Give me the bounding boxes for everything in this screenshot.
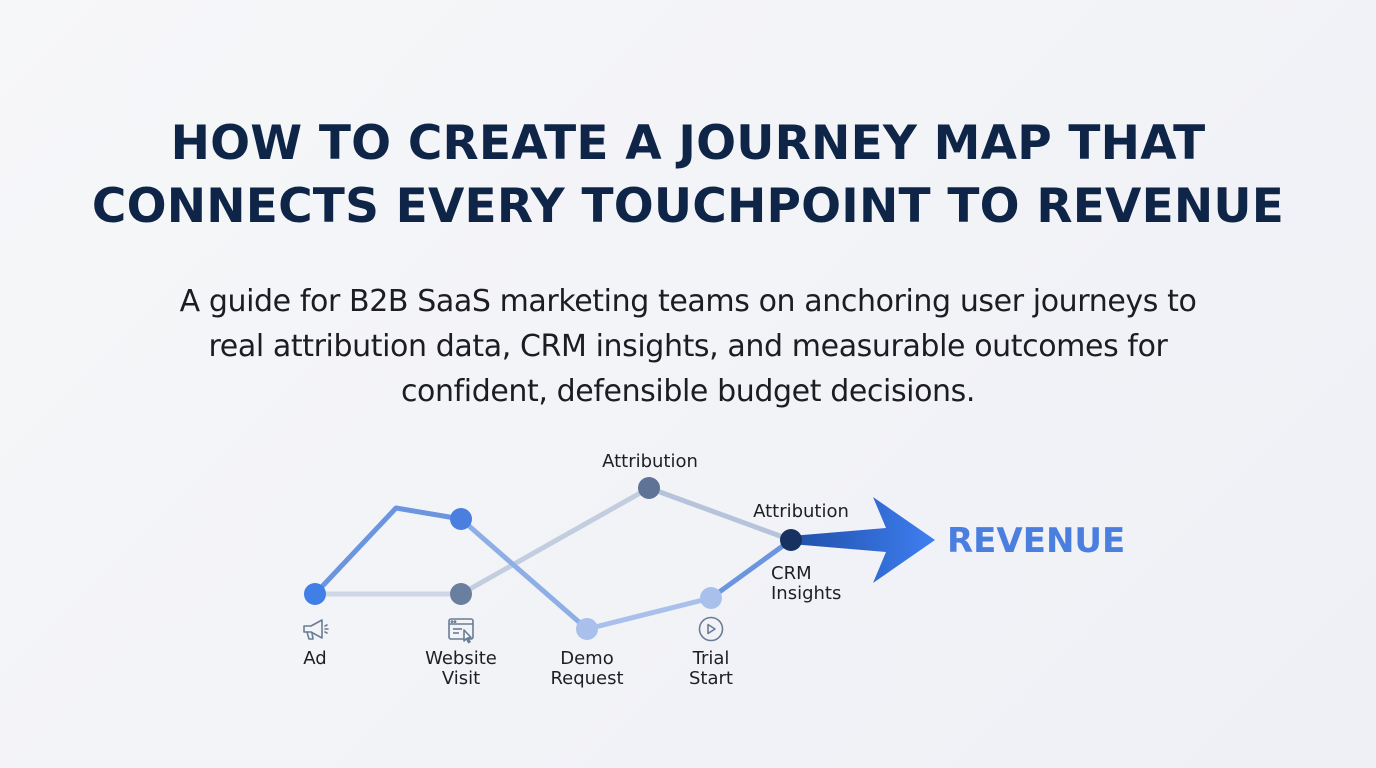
website-to-demo-connector — [458, 516, 590, 632]
attribution-to-crm-connector — [646, 485, 794, 543]
website-visit-node — [450, 583, 472, 605]
stage-trial-start-label-2: Start — [689, 668, 733, 689]
revenue-arrow — [791, 497, 935, 583]
website-upper-node — [450, 508, 472, 530]
subtitle-line-2: real attribution data, CRM insights, and… — [208, 329, 1168, 364]
stage-ad-label: Ad — [303, 648, 326, 669]
demo-request-node — [576, 618, 598, 640]
stage-website-visit-label-1: Website — [425, 648, 497, 669]
crm-insights-label-1: CRM — [771, 563, 812, 584]
attribution-top-label: Attribution — [602, 451, 698, 472]
ad-upper-path-connector — [312, 505, 464, 597]
crm-insights-node — [780, 529, 802, 551]
attribution-top-node — [638, 477, 660, 499]
attribution-mid-label: Attribution — [753, 501, 849, 522]
trial-to-crm-connector — [708, 537, 794, 601]
trial-start-node — [700, 587, 722, 609]
website-to-attribution-connector — [458, 485, 652, 597]
title-line-1: HOW TO CREATE A JOURNEY MAP THAT — [170, 116, 1206, 171]
subtitle-line-1: A guide for B2B SaaS marketing teams on … — [179, 284, 1197, 319]
stage-trial-start-label-1: Trial — [692, 648, 730, 669]
revenue-label: REVENUE — [947, 521, 1125, 561]
stage-demo-request-label-2: Request — [550, 668, 623, 689]
stage-website-visit-label-2: Visit — [442, 668, 480, 689]
demo-to-trial-connector — [584, 595, 714, 632]
play-circle-icon — [698, 616, 724, 642]
ad-node — [304, 583, 326, 605]
title-line-2: CONNECTS EVERY TOUCHPOINT TO REVENUE — [91, 179, 1285, 234]
browser-window-icon — [448, 618, 474, 644]
megaphone-icon — [303, 619, 329, 640]
crm-insights-label-2: Insights — [771, 583, 841, 604]
subtitle-line-3: confident, defensible budget decisions. — [400, 374, 976, 409]
stage-demo-request-label-1: Demo — [560, 648, 613, 669]
page-subtitle: A guide for B2B SaaS marketing teams on … — [0, 279, 1376, 414]
page-title: HOW TO CREATE A JOURNEY MAP THAT CONNECT… — [0, 112, 1376, 238]
